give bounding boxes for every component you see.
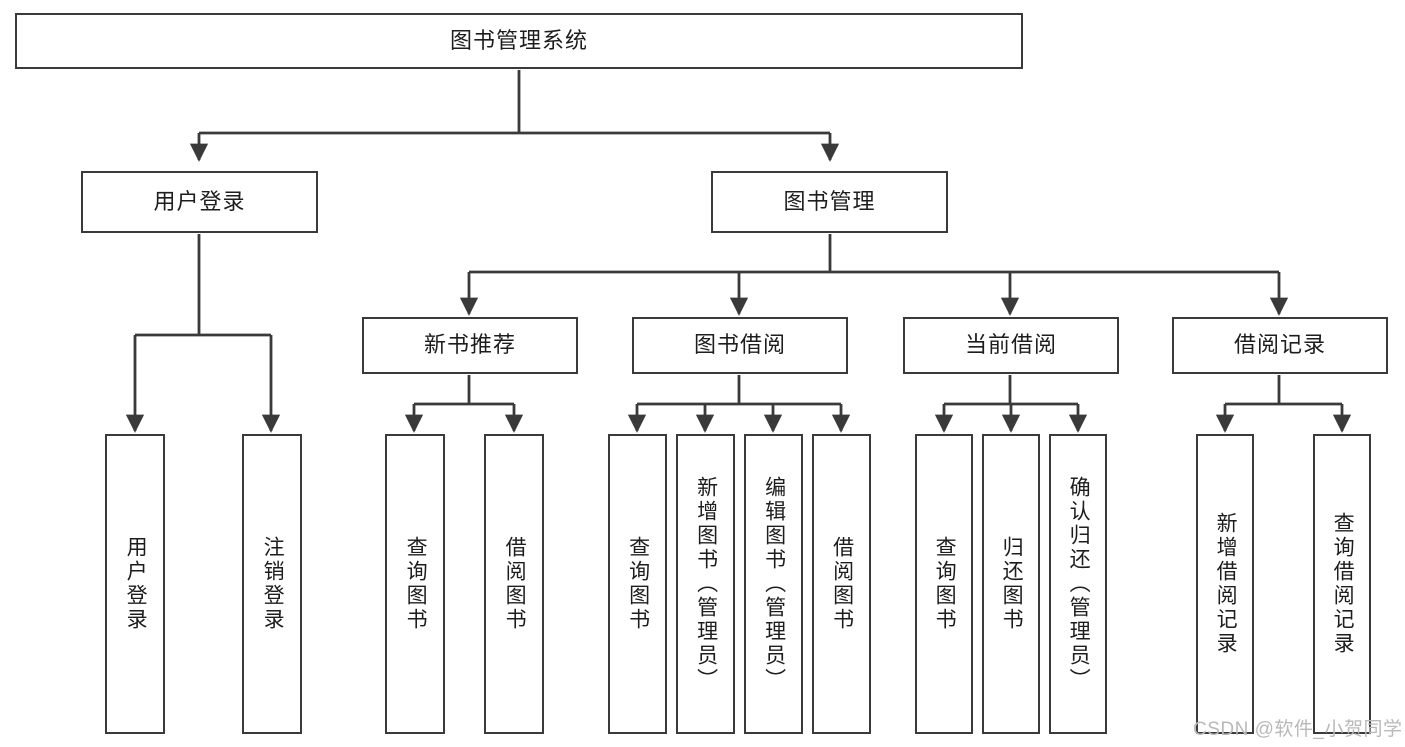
leaf-edit-book-admin[interactable]: 编辑图书（管理员） [744,434,803,734]
node-label: 图书借阅 [693,332,786,358]
node-current-borrow[interactable]: 当前借阅 [903,317,1119,374]
node-label: 图书管理系统 [449,27,588,53]
leaf-borrow-book-recommend[interactable]: 借阅图书 [484,434,544,734]
node-book-borrow[interactable]: 图书借阅 [632,317,848,374]
leaf-query-book-recommend[interactable]: 查询图书 [385,434,445,734]
node-label: 确认归还（管理员） [1067,476,1091,692]
leaf-return-book[interactable]: 归还图书 [982,434,1040,734]
leaf-confirm-return-admin[interactable]: 确认归还（管理员） [1049,434,1107,734]
node-book-management[interactable]: 图书管理 [711,171,948,233]
node-new-book-recommend[interactable]: 新书推荐 [362,317,578,374]
node-label: 查询图书 [933,536,957,632]
csdn-watermark: CSDN @软件_小贺同学 [1193,719,1403,740]
node-label: 用户登录 [153,188,246,214]
node-label: 新书推荐 [423,332,516,358]
node-label: 编辑图书（管理员） [762,476,786,692]
node-label: 借阅图书 [503,536,527,632]
node-label: 图书管理 [783,188,876,214]
node-label: 新增图书（管理员） [694,476,718,692]
node-label: 查询图书 [404,536,428,632]
leaf-query-book-borrow[interactable]: 查询图书 [608,434,667,734]
node-root-book-management-system[interactable]: 图书管理系统 [15,13,1023,69]
leaf-add-book-admin[interactable]: 新增图书（管理员） [676,434,735,734]
leaf-borrow-book[interactable]: 借阅图书 [812,434,871,734]
node-label: 查询图书 [626,536,650,632]
leaf-query-book-current[interactable]: 查询图书 [915,434,973,734]
node-label: 归还图书 [1000,536,1024,632]
leaf-add-borrow-record[interactable]: 新增借阅记录 [1196,434,1254,734]
node-borrow-record[interactable]: 借阅记录 [1172,317,1388,374]
node-user-login[interactable]: 用户登录 [81,171,318,233]
node-label: 用户登录 [124,536,148,632]
node-label: 借阅记录 [1233,332,1326,358]
leaf-user-login[interactable]: 用户登录 [105,434,165,734]
node-label: 当前借阅 [964,332,1057,358]
node-label: 查询借阅记录 [1331,512,1355,656]
node-label: 借阅图书 [830,536,854,632]
leaf-logout-login[interactable]: 注销登录 [242,434,302,734]
node-label: 注销登录 [261,536,285,632]
node-label: 新增借阅记录 [1214,512,1238,656]
leaf-query-borrow-record[interactable]: 查询借阅记录 [1313,434,1371,734]
